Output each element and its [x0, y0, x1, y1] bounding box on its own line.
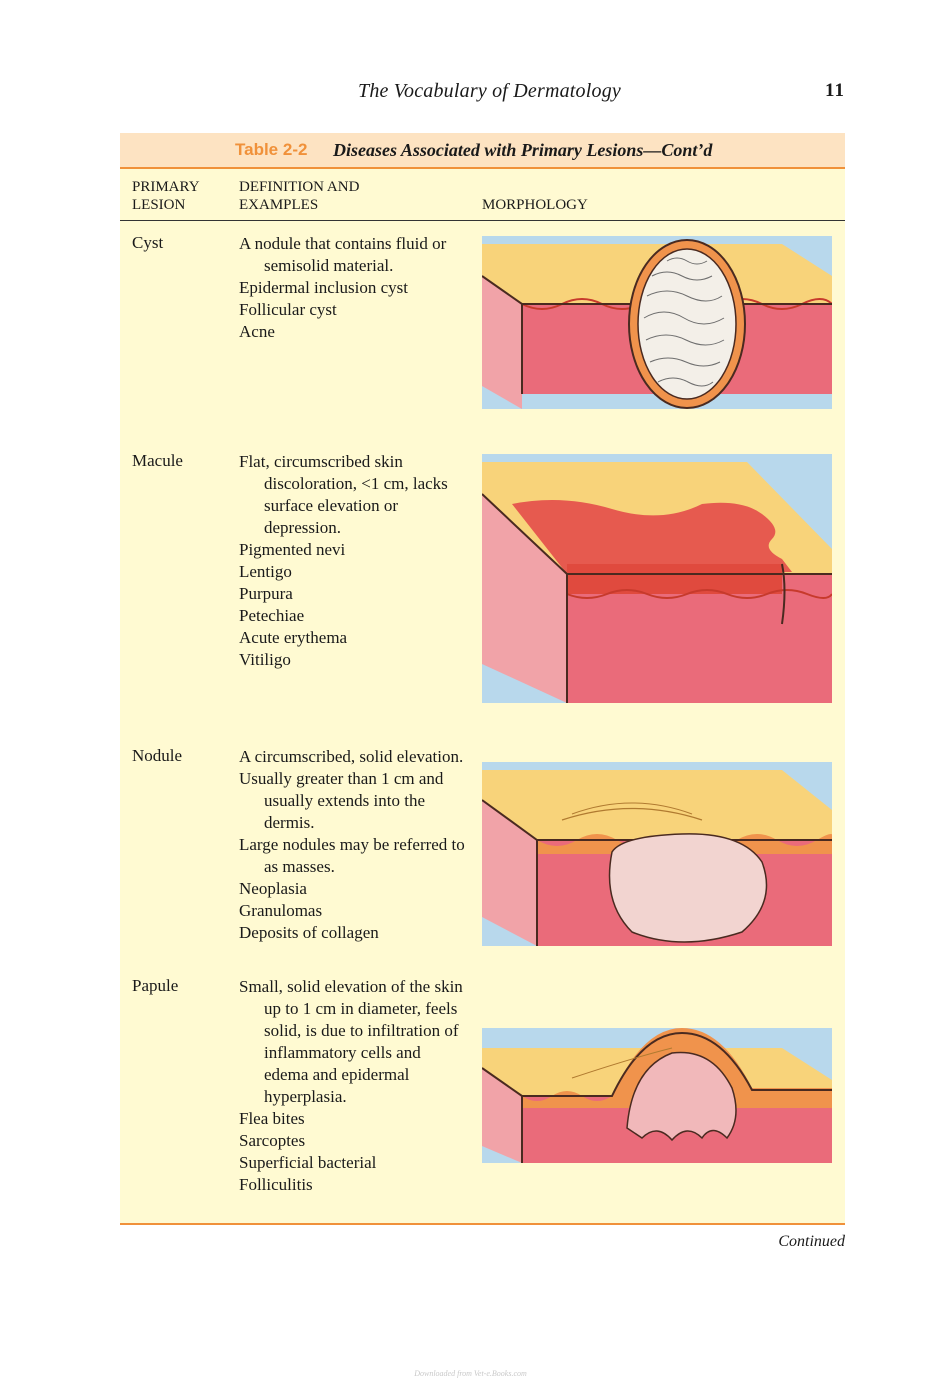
example-item: Superficial bacterial — [239, 1153, 377, 1172]
lesion-macule: Macule — [132, 451, 183, 470]
nodule-illustration — [482, 762, 832, 946]
header-morphology: MORPHOLOGY — [482, 197, 588, 213]
example-item: Epidermal inclusion cyst — [239, 278, 409, 297]
running-head: The Vocabulary of Dermatology 11 — [0, 78, 941, 106]
papule-illustration — [482, 1028, 832, 1163]
header-text: EXAMPLES — [239, 197, 319, 213]
table-number: Table 2-2 — [235, 140, 308, 159]
definition-text: A circumscribed, solid elevation. — [239, 747, 464, 766]
example-item: Sarcoptes — [239, 1131, 306, 1150]
header-rule — [120, 220, 845, 221]
example-item: Deposits of collagen — [239, 923, 379, 942]
definition-text: Flat, circumscribed skin discoloration, … — [239, 452, 448, 537]
definition-text: Usually greater than 1 cm and usually ex… — [239, 769, 444, 832]
header-definition: DEFINITION AND EXAMPLES — [239, 178, 359, 214]
lesion-papule: Papule — [132, 976, 179, 995]
lesion-nodule: Nodule — [132, 746, 183, 765]
header-text: LESION — [132, 197, 186, 213]
header-text: DEFINITION AND — [239, 179, 360, 195]
page-number: 11 — [825, 80, 845, 101]
table-bottom-rule — [120, 1223, 845, 1225]
example-item: Pigmented nevi — [239, 540, 346, 559]
header-primary-lesion: PRIMARY LESION — [132, 178, 200, 214]
example-item: Folliculitis — [239, 1175, 313, 1194]
example-item: Follicular cyst — [239, 300, 337, 319]
lesion-table: Table 2-2 Diseases Associated with Prima… — [120, 133, 845, 1225]
example-item: Acute erythema — [239, 628, 348, 647]
definition-nodule: A circumscribed, solid elevation. Usuall… — [239, 746, 467, 944]
definition-cyst: A nodule that contains fluid or semisoli… — [239, 233, 467, 343]
definition-text: A nodule that contains fluid or semisoli… — [239, 234, 447, 275]
definition-text: Large nodules may be referred to as mass… — [239, 835, 465, 876]
example-item: Granulomas — [239, 901, 323, 920]
table-caption: Table 2-2 Diseases Associated with Prima… — [120, 133, 845, 169]
header-text: PRIMARY — [132, 179, 200, 195]
watermark: Downloaded from Vet-e.Books.com — [414, 1369, 527, 1378]
running-title: The Vocabulary of Dermatology — [358, 80, 621, 102]
example-item: Acne — [239, 322, 275, 341]
cyst-illustration — [482, 236, 832, 409]
example-item: Flea bites — [239, 1109, 305, 1128]
example-item: Lentigo — [239, 562, 292, 581]
macule-illustration — [482, 454, 832, 703]
continued-label: Continued — [778, 1233, 845, 1250]
example-item: Purpura — [239, 584, 293, 603]
definition-papule: Small, solid elevation of the skin up to… — [239, 976, 467, 1196]
table-title: Diseases Associated with Primary Lesions… — [333, 140, 713, 160]
example-item: Neoplasia — [239, 879, 307, 898]
example-item: Vitiligo — [239, 650, 291, 669]
example-item: Petechiae — [239, 606, 305, 625]
lesion-cyst: Cyst — [132, 233, 164, 252]
definition-text: Small, solid elevation of the skin up to… — [239, 977, 463, 1106]
definition-macule: Flat, circumscribed skin discoloration, … — [239, 451, 467, 671]
